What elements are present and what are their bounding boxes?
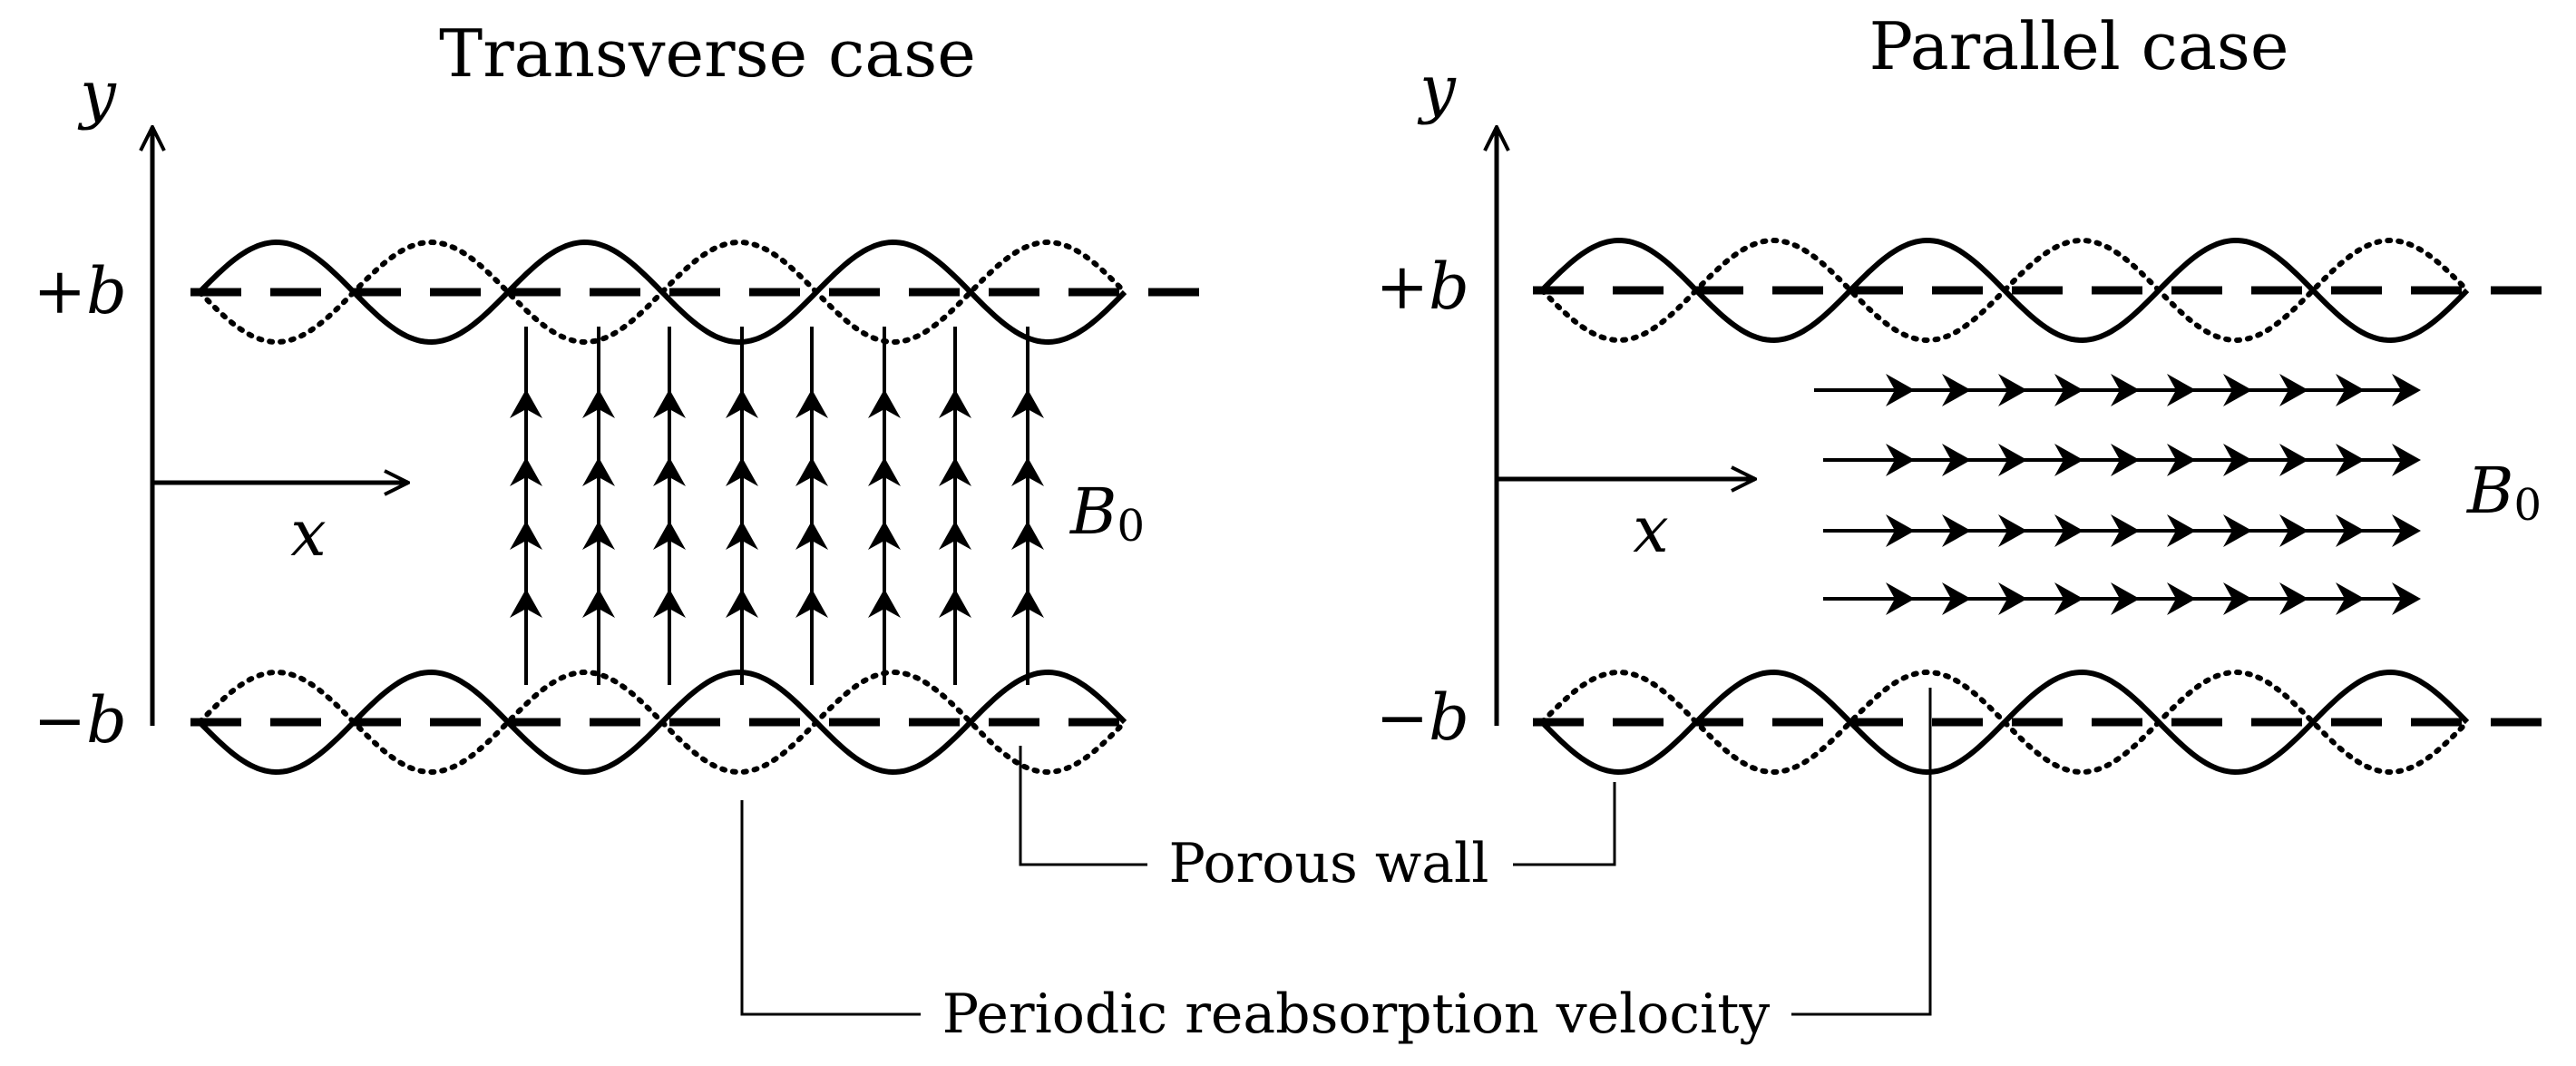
right-field-subscript: 0 (2513, 480, 2542, 531)
transverse-title: Transverse case (439, 15, 976, 92)
right-y-axis-label: y (1417, 52, 1457, 126)
parallel-panel: Parallel case y x +b −b B0 (1376, 8, 2558, 776)
right-field-symbol: B (2465, 454, 2513, 528)
reabsorption-leader-left (740, 800, 921, 1016)
transverse-field-lines (510, 327, 1044, 685)
callouts: Porous wall Periodic reabsorption veloci… (740, 688, 1932, 1046)
right-lower-dotted-wave (1539, 669, 2470, 776)
left-x-axis-label: x (290, 496, 326, 571)
parallel-title: Parallel case (1869, 8, 2289, 84)
porous-wall-leader-left (1019, 746, 1147, 866)
left-field-symbol: B (1068, 474, 1117, 549)
porous-wall-leader-right (1513, 782, 1616, 866)
left-lower-dotted-wave (197, 669, 1127, 776)
reabsorption-label: Periodic reabsorption velocity (942, 983, 1771, 1046)
left-field-subscript: 0 (1117, 501, 1145, 552)
right-x-axis-label: x (1633, 493, 1668, 567)
left-lower-wall-label: −b (34, 683, 127, 758)
parallel-field-lines (1814, 374, 2421, 615)
right-upper-dotted-wave (1539, 237, 2470, 344)
transverse-panel: Transverse case y x +b −b B0 (34, 15, 1220, 776)
right-upper-wall-label: +b (1376, 249, 1469, 324)
left-field-label: B0 (1068, 474, 1145, 552)
right-field-label: B0 (2465, 454, 2542, 531)
reabsorption-leader-right (1791, 688, 1932, 1016)
left-upper-wall-label: +b (34, 254, 127, 328)
left-y-axis-label: y (77, 57, 117, 132)
right-lower-wall-label: −b (1376, 680, 1469, 755)
porous-wall-label: Porous wall (1169, 832, 1489, 895)
left-upper-dotted-wave (197, 239, 1127, 346)
